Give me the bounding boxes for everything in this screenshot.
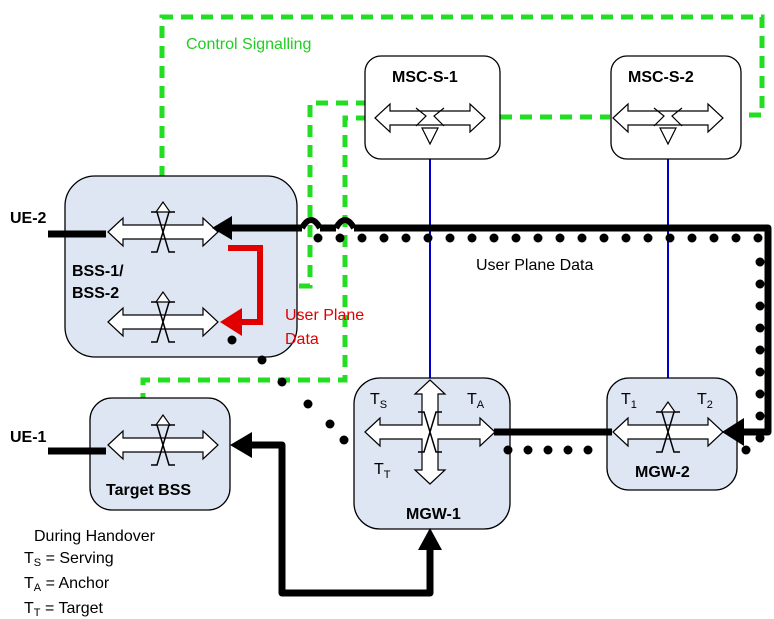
user-plane-dot — [755, 367, 765, 377]
arrowheads — [212, 216, 744, 550]
user-plane-dot — [755, 389, 765, 399]
user-plane-dot — [401, 233, 411, 243]
user-plane-dot — [755, 279, 765, 289]
user-plane-dot — [257, 355, 267, 365]
user-plane-dot — [755, 323, 765, 333]
user-plane-dot — [577, 233, 587, 243]
term-ta: TA — [467, 391, 485, 411]
user-plane-dots — [227, 233, 765, 455]
user-plane-dot — [503, 445, 513, 455]
term-t1: T1 — [621, 391, 637, 411]
user-plane-red-label-1: User Plane — [285, 307, 364, 324]
legend-title: During Handover — [34, 528, 156, 545]
user-plane-dot — [325, 419, 335, 429]
user-plane-dot — [621, 233, 631, 243]
msc-s-2-box[interactable] — [610, 55, 742, 160]
user-plane-dot — [533, 233, 543, 243]
user-plane-dot — [467, 233, 477, 243]
legend-anchor: TA = Anchor — [24, 575, 110, 594]
user-plane-dot — [555, 233, 565, 243]
term-tt: TT — [374, 461, 391, 481]
user-plane-dot — [543, 445, 553, 455]
user-plane-dot — [731, 233, 741, 243]
term-ts: TS — [370, 391, 387, 411]
user-plane-data-label: User Plane Data — [476, 257, 593, 274]
user-plane-dot — [755, 411, 765, 421]
msc-s-2-label: MSC-S-2 — [628, 69, 694, 86]
bss-1-label: BSS-1/ — [72, 263, 124, 280]
user-plane-dot — [523, 445, 533, 455]
user-plane-dot — [687, 233, 697, 243]
bss-2-label: BSS-2 — [72, 285, 119, 302]
user-plane-dot — [379, 233, 389, 243]
user-plane-dot — [755, 257, 765, 267]
user-plane-dot — [227, 335, 237, 345]
user-plane-dot — [755, 433, 765, 443]
user-plane-dot — [665, 233, 675, 243]
user-plane-dot — [313, 233, 323, 243]
target-bss-label: Target BSS — [106, 482, 191, 499]
red-user-plane-path — [220, 245, 263, 336]
legend-target: TT = Target — [24, 600, 103, 619]
user-plane-dot — [643, 233, 653, 243]
mgw-2-label: MGW-2 — [635, 464, 690, 481]
msc-s-1-label: MSC-S-1 — [392, 69, 458, 86]
user-plane-dot — [489, 233, 499, 243]
user-plane-dot — [599, 233, 609, 243]
user-plane-dot — [709, 233, 719, 243]
user-plane-dot — [755, 345, 765, 355]
user-plane-dot — [511, 233, 521, 243]
ue-2-label: UE-2 — [10, 210, 47, 227]
user-plane-dot — [277, 377, 287, 387]
user-plane-dot — [445, 233, 455, 243]
msc-s-1-box[interactable] — [364, 55, 501, 160]
legend-serving: TS = Serving — [24, 550, 114, 569]
control-signalling-label: Control Signalling — [186, 36, 311, 53]
user-plane-paths — [48, 224, 772, 597]
term-t2: T2 — [697, 391, 713, 411]
legend: During Handover TS = Serving TA = Anchor… — [24, 528, 156, 619]
user-plane-dot — [339, 435, 349, 445]
msc-mgw-links — [429, 158, 669, 395]
user-plane-dot — [755, 301, 765, 311]
user-plane-red-label-2: Data — [285, 331, 319, 348]
user-plane-dot — [423, 233, 433, 243]
user-plane-dot — [753, 233, 763, 243]
user-plane-dot — [303, 399, 313, 409]
mgw-1-label: MGW-1 — [406, 506, 461, 523]
user-plane-dot — [741, 445, 751, 455]
user-plane-dot — [335, 233, 345, 243]
ue-1-label: UE-1 — [10, 429, 47, 446]
user-plane-dot — [563, 445, 573, 455]
user-plane-dot — [357, 233, 367, 243]
user-plane-dot — [583, 445, 593, 455]
